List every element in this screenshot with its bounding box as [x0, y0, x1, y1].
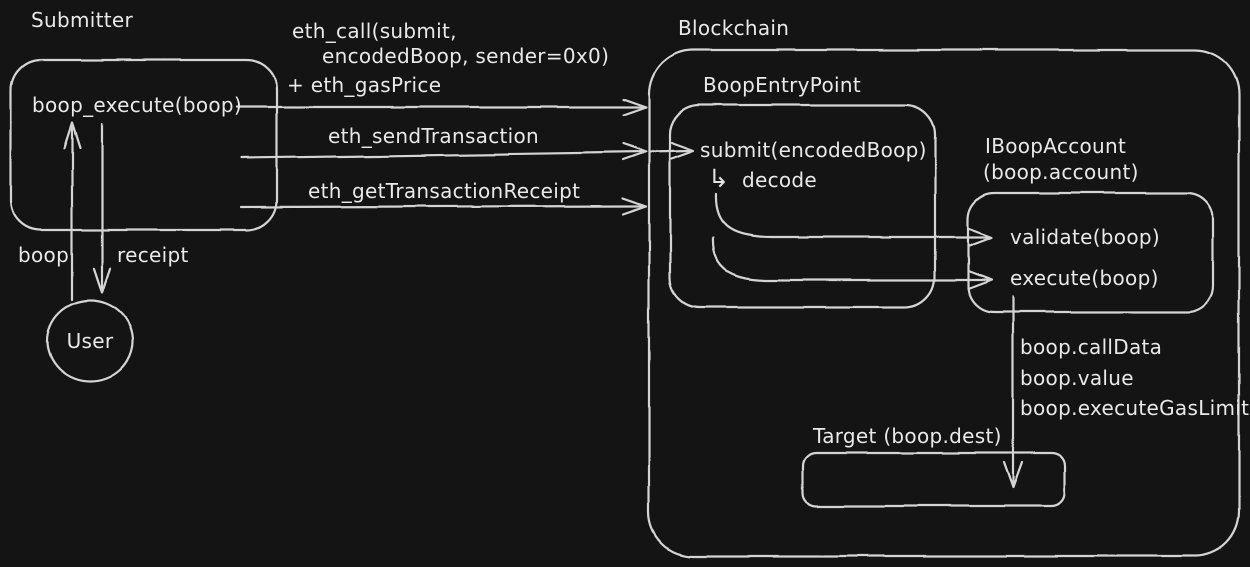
- eth-gas-price-label: + eth_gasPrice: [287, 73, 442, 97]
- boop-entry-point-title: BoopEntryPoint: [703, 73, 861, 97]
- execute-label: execute(boop): [1010, 266, 1159, 290]
- arrowhead-right-icon: [621, 142, 648, 162]
- boop-execute-label: boop_execute(boop): [32, 93, 243, 117]
- eth-call-label-line2: encodedBoop, sender=0x0): [322, 44, 610, 68]
- param-value-label: boop.value: [1020, 366, 1134, 390]
- eth-send-transaction-arrow: [239, 142, 648, 162]
- eth-call-arrow: [235, 97, 648, 117]
- arrowhead-right-icon: [966, 269, 994, 291]
- decode-label: decode: [742, 168, 818, 192]
- eth-call-label-line1: eth_call(submit,: [292, 19, 457, 43]
- receipt-arrow-label: receipt: [117, 243, 189, 267]
- submitter-title: Submitter: [31, 8, 134, 32]
- receipt-arrow: [92, 122, 112, 294]
- user-circle: [45, 298, 135, 384]
- user-label: User: [66, 329, 114, 353]
- param-gaslimit-label: boop.executeGasLimit: [1020, 396, 1250, 420]
- submit-entry-arrow: [648, 141, 696, 161]
- arrowhead-up-icon: [62, 121, 82, 150]
- boop-entry-point-box: [668, 103, 937, 309]
- validate-label: validate(boop): [1010, 225, 1160, 249]
- execute-call-arrow: [711, 236, 994, 291]
- iboop-account-title-line1: IBoopAccount: [985, 134, 1127, 158]
- submit-label: submit(encodedBoop): [700, 138, 927, 162]
- blockchain-title: Blockchain: [678, 16, 790, 40]
- eth-send-transaction-label: eth_sendTransaction: [328, 124, 540, 148]
- submitter-box: [9, 58, 279, 232]
- target-call-arrow: [1002, 295, 1024, 489]
- boop-arrow-label: boop: [18, 243, 70, 267]
- arrowhead-down-icon: [1002, 460, 1024, 489]
- arrowhead-right-icon: [621, 97, 648, 117]
- eth-get-receipt-arrow: [239, 196, 648, 216]
- arrowhead-down-icon: [92, 266, 112, 294]
- iboop-account-title-line2: (boop.account): [983, 160, 1139, 184]
- eth-get-receipt-label: eth_getTransactionReceipt: [308, 179, 581, 203]
- arrowhead-right-icon: [966, 226, 994, 248]
- target-box: [801, 451, 1067, 508]
- boop-arrow: [62, 121, 82, 301]
- blockchain-box: [647, 48, 1241, 558]
- arrowhead-right-icon: [621, 196, 648, 216]
- iboop-account-box: [966, 191, 1215, 314]
- arrowhead-right-icon: [670, 141, 696, 161]
- param-calldata-label: boop.callData: [1020, 335, 1163, 359]
- validate-call-arrow: [714, 192, 994, 248]
- target-title: Target (boop.dest): [813, 424, 1002, 448]
- decode-branch-icon: ↳: [708, 164, 730, 193]
